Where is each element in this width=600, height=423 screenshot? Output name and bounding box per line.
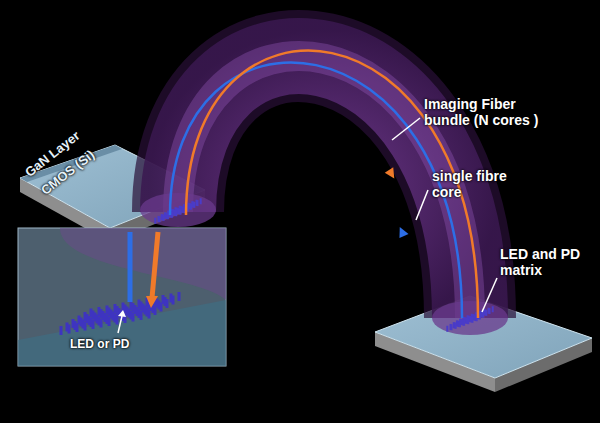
led-pd-matrix [154, 198, 201, 224]
led-pd-element [183, 207, 185, 213]
led-pd-element [158, 216, 160, 222]
inset-chip [18, 300, 226, 366]
led-pd-element [140, 311, 143, 320]
led-pd-element [180, 209, 182, 215]
led-pd-element [450, 324, 452, 330]
inset-fiber [60, 228, 226, 300]
leader-line [416, 190, 428, 220]
led-pd-element [84, 322, 87, 331]
led-pd-element [60, 326, 63, 335]
led-pd-element [178, 208, 180, 214]
led-pd-element [172, 296, 175, 305]
inset-core-blue [128, 232, 133, 302]
led-pd-element [190, 204, 192, 210]
led-pd-element [471, 316, 473, 322]
leader-line [118, 316, 122, 333]
part-label: LED or PD [70, 336, 129, 352]
led-pd-element [163, 215, 165, 221]
led-pd-element [481, 311, 483, 317]
led-pd-element [166, 299, 169, 308]
light-arrow [385, 167, 399, 181]
inset-core-orange [152, 232, 158, 298]
led-pd-element [108, 317, 111, 326]
led-pd-element [489, 308, 491, 314]
part-label: Imaging Fiber bundle (N cores ) [424, 96, 562, 128]
led-pd-element [100, 319, 103, 328]
led-pd-element [484, 310, 486, 316]
led-pd-element [462, 319, 464, 325]
led-pd-element [148, 310, 151, 319]
led-pd-matrix [446, 306, 493, 332]
part-label: LED and PD matrix [500, 246, 592, 278]
inset-view [18, 228, 226, 366]
led-pd-element [116, 316, 119, 325]
led-pd-element [166, 213, 168, 219]
led-pd-element [154, 306, 157, 315]
led-pd-element [171, 212, 173, 218]
led-pd-element [474, 315, 476, 321]
inset-frame [18, 228, 226, 366]
led-pd-element [160, 303, 163, 312]
led-pd-element [454, 322, 456, 328]
led-pd-element [192, 202, 194, 208]
led-pd-element [173, 210, 175, 216]
led-pd-element [92, 320, 95, 329]
fiber-end [140, 193, 216, 227]
led-pd-element [165, 213, 167, 219]
led-pd-element [461, 319, 463, 325]
led-pd-element [154, 218, 156, 224]
led-pd-element [492, 306, 494, 312]
led-pd-element [174, 210, 176, 216]
led-pd-element [463, 320, 465, 326]
led-pd-element [159, 216, 161, 222]
leader-arrow [118, 310, 126, 317]
led-pd-element [197, 200, 199, 206]
led-pd-element [458, 321, 460, 327]
inset-arrow [146, 296, 158, 308]
led-pd-element [451, 324, 453, 330]
led-pd-element [470, 316, 472, 322]
leader-line [482, 278, 497, 312]
led-pd-element [179, 208, 181, 214]
led-pd-element [76, 323, 79, 332]
led-pd-element [457, 321, 459, 327]
led-pd-element [475, 315, 477, 321]
led-pd-element [482, 312, 484, 318]
led-pd-element [161, 214, 163, 220]
light-arrow [395, 225, 408, 238]
led-pd-element [178, 292, 181, 301]
led-pd-element [167, 213, 169, 219]
led-pd-element [446, 326, 448, 332]
led-pd-element [488, 308, 490, 314]
led-pd-element [162, 214, 164, 220]
led-pd-element [453, 322, 455, 328]
led-pd-element [189, 203, 191, 209]
fiber-end [432, 301, 508, 335]
led-pd-element [455, 323, 457, 329]
led-pd-element [459, 321, 461, 327]
part-label: single fibre core [432, 168, 514, 200]
led-pd-element [465, 318, 467, 324]
led-pd-element [175, 210, 177, 216]
led-pd-element [200, 198, 202, 204]
led-pd-element [466, 318, 468, 324]
led-pd-element [182, 207, 184, 213]
led-pd-element [467, 318, 469, 324]
led-pd-element [132, 313, 135, 322]
led-pd-element [193, 202, 195, 208]
inset-matrix [60, 292, 181, 335]
led-pd-element [68, 325, 71, 334]
leader-line [392, 118, 420, 140]
led-pd-element [485, 310, 487, 316]
led-pd-element [196, 200, 198, 206]
led-pd-element [472, 317, 474, 323]
